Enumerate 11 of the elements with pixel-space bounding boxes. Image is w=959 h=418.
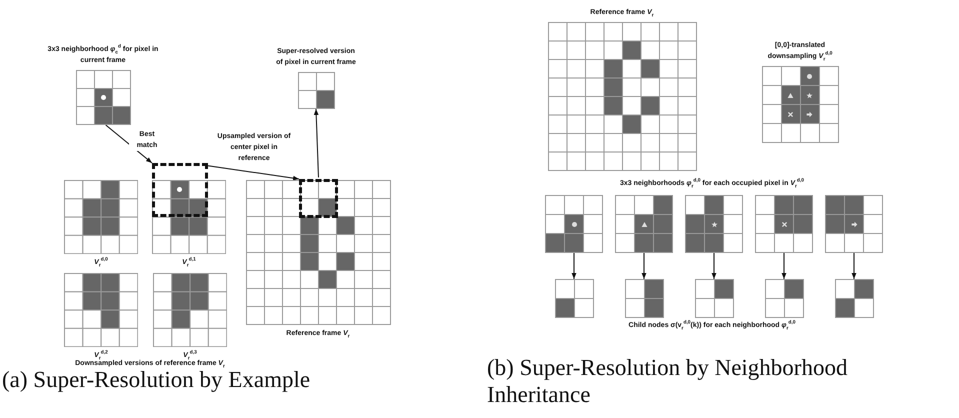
dashed-selection-frame bbox=[152, 163, 208, 217]
arrow bbox=[782, 252, 786, 280]
arrow bbox=[572, 252, 576, 280]
arrow bbox=[105, 124, 152, 164]
arrow bbox=[712, 252, 716, 280]
arrow bbox=[642, 252, 646, 280]
dashed-selection-frame bbox=[299, 179, 338, 218]
arrow bbox=[208, 165, 300, 180]
arrow bbox=[852, 252, 856, 280]
arrow bbox=[314, 108, 319, 178]
figure-caption: (b) Super-Resolution by Neighborhood Inheritance bbox=[487, 354, 848, 408]
